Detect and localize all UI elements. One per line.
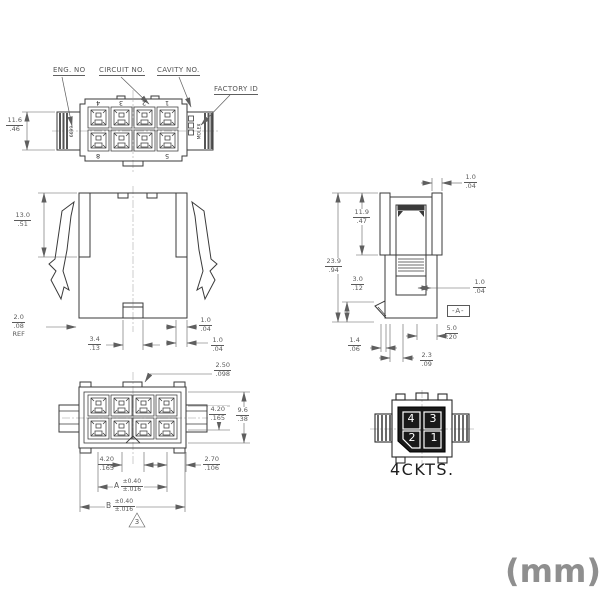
top-view-leaders: [61, 76, 231, 127]
four-ckt-label: 4CKTS.: [390, 460, 455, 479]
side-view-foot: [374, 300, 387, 319]
top-view-bottom-tab: [122, 160, 144, 167]
front-view-bottom-tab: [122, 302, 144, 319]
dim-end: 2.70 .106: [203, 455, 221, 472]
bottom-view-cavities: [87, 394, 178, 440]
flag-note-triangle: [128, 512, 146, 528]
dim-top-wall: 1.0 .04: [464, 173, 478, 190]
factory-id-marking: MOLEX: [197, 123, 203, 139]
four-ckt-cavity-number: 3: [429, 412, 437, 425]
bottom-view-polarization-notch: [125, 435, 141, 444]
top-view-left-ear: [56, 111, 81, 151]
dim-foot: 1.4 .06: [348, 336, 362, 353]
four-ckt-cavities: [402, 411, 442, 449]
dim-offset: 2.3 .09: [420, 351, 434, 368]
bottom-view-right-ear: [185, 404, 208, 433]
side-view-lower-body: [384, 254, 438, 319]
dim-standoff: 3.0 .12: [350, 275, 366, 292]
dim-ref: 2.0 .08 REF: [12, 313, 26, 338]
top-view-drawing: [22, 76, 231, 172]
cavity-number: 8: [95, 152, 101, 160]
bottom-view-left-ear: [58, 404, 80, 433]
datum-a-label: -A-: [447, 305, 470, 317]
callout-factory-id: FACTORY ID: [214, 85, 259, 95]
four-ckt-left-ear: [374, 413, 393, 443]
side-view-right-wall: [431, 192, 443, 256]
cavity-number: 1: [164, 99, 170, 107]
bottom-view-drawing: [58, 372, 250, 528]
dim-wall-2: 1.0 .04: [211, 336, 225, 353]
front-view-right-wing: [191, 200, 218, 301]
dim-row-pitch: 4.20 .165: [208, 405, 228, 422]
dim-depth: 5.0 .20: [445, 324, 459, 341]
front-view-drawing: [38, 186, 218, 350]
dim-a: A ±0.40 ±.016: [113, 478, 144, 493]
dim-shroud-depth: 13.0 .51: [14, 211, 32, 228]
four-ckt-view-drawing: [370, 390, 474, 468]
front-view-right-wall: [175, 192, 188, 258]
four-ckt-cavity-number: 2: [408, 431, 416, 444]
units-label: (mm): [505, 552, 600, 590]
side-view-dim-lines: [332, 178, 470, 362]
dim-overall-height: 23.9 .94: [324, 257, 344, 274]
top-view-housing-outline: [79, 98, 188, 162]
dim-b: B ±0.40 ±.016: [105, 498, 136, 513]
four-ckt-cavity-number: 1: [430, 431, 438, 444]
eng-no-marking: 6699: [70, 125, 76, 137]
bottom-view-dim-lines: [79, 372, 250, 528]
dim-side-wall: 1.0 .04: [473, 278, 487, 295]
cavity-number: 5: [164, 152, 170, 160]
side-view-left-wall: [379, 192, 391, 256]
dim-top-height: 11.6 .46: [6, 116, 24, 133]
dim-wall-1: 1.0 .04: [199, 316, 213, 333]
side-view-drawing: [332, 178, 470, 362]
side-view-crimp-band: [398, 258, 424, 272]
four-ckt-cavity-number: 4: [407, 412, 415, 425]
dim-tab-width: 3.4 .13: [88, 335, 102, 352]
flag-note-number: 3: [134, 518, 140, 526]
front-view-dim-lines: [38, 192, 208, 350]
dim-bottom-height: 9.6 .38: [235, 406, 251, 423]
top-view-dim-lines: [22, 111, 55, 151]
dim-col-pitch: 4.20 .165: [98, 455, 116, 472]
callout-circuit-no: CIRCUIT NO.: [99, 66, 146, 76]
dim-latch-height: 11.9 .47: [352, 208, 372, 225]
four-ckt-right-ear: [451, 413, 470, 443]
dim-bottom-tab: 2.50 .098: [214, 361, 232, 378]
four-ckt-black-body: [397, 406, 446, 453]
bottom-view-top-tab: [122, 381, 143, 388]
callout-cavity-no: CAVITY NO.: [157, 66, 200, 76]
cavity-number: 4: [95, 99, 101, 107]
front-view-left-wing: [48, 200, 75, 301]
side-view-latch: [395, 204, 427, 296]
callout-eng-no: ENG. NO: [53, 66, 86, 76]
cavity-number: 2: [141, 99, 147, 107]
cavity-number: 3: [118, 99, 124, 107]
front-view-left-wall: [78, 192, 91, 258]
